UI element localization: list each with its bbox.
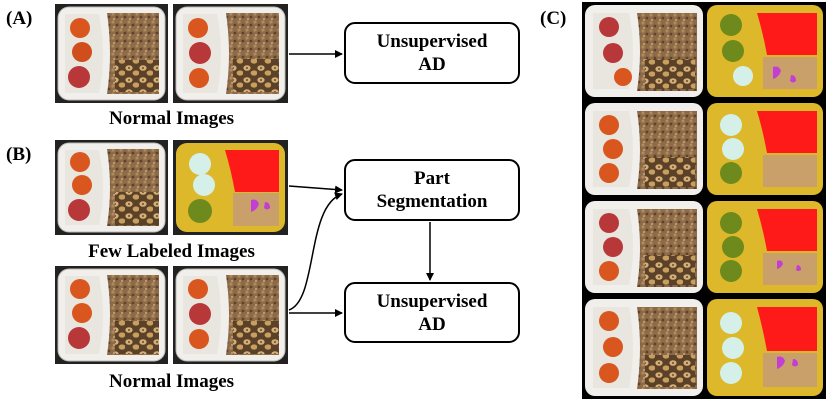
arrow-labeled-to-seg <box>288 185 343 194</box>
caption-normal-images-a: Normal Images <box>108 108 235 129</box>
panel-label-c: (C) <box>540 8 567 29</box>
arrow-normal-to-seg <box>288 192 343 311</box>
caption-normal-images-b: Normal Images <box>108 371 235 392</box>
segmentation-mask-icon <box>173 140 288 235</box>
food-tray-photo-icon <box>55 4 168 103</box>
food-tray-photo-icon <box>173 266 288 364</box>
food-tray-photo-icon <box>55 140 168 235</box>
food-tray-photo-icon <box>55 266 168 364</box>
panel-label-a: (A) <box>6 8 33 29</box>
caption-few-labeled-images: Few Labeled Images <box>88 241 255 262</box>
panel-label-b: (B) <box>6 144 32 165</box>
food-tray-photo-icon <box>173 4 288 103</box>
panel-c-grid <box>582 2 826 399</box>
